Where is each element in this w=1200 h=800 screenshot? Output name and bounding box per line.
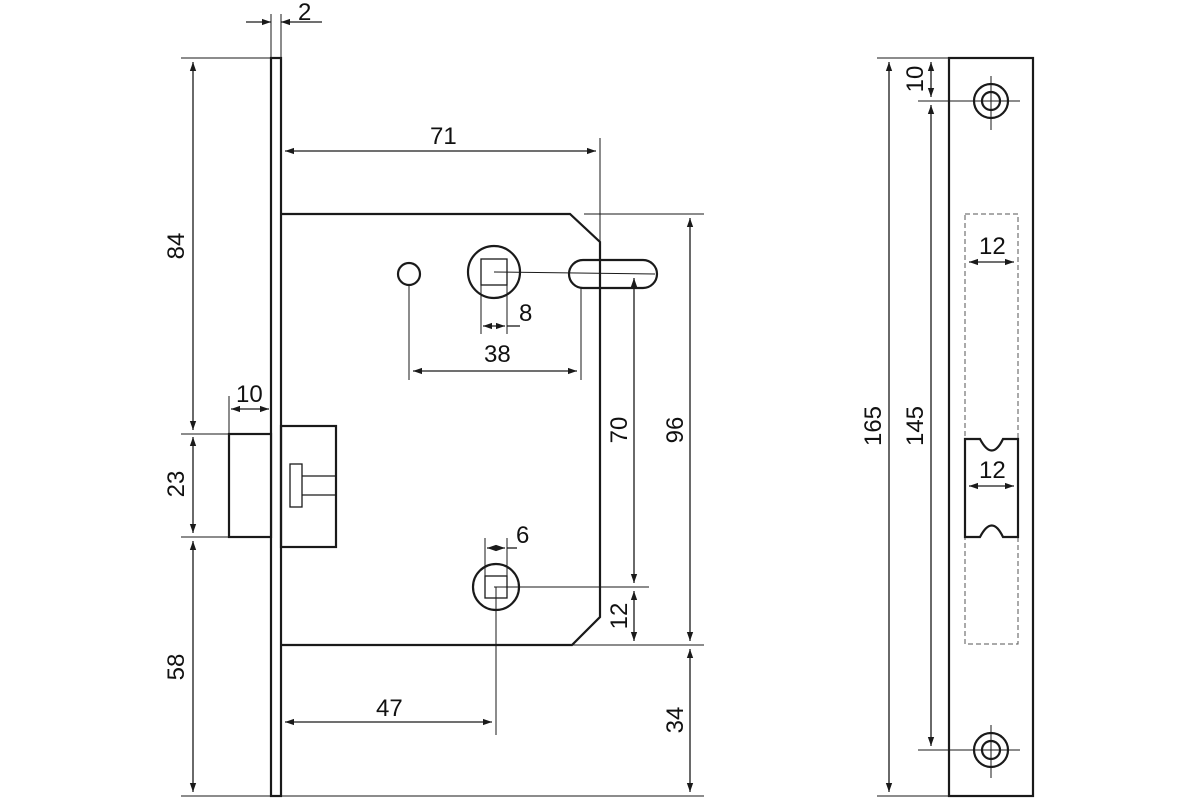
latch-spring-block bbox=[289, 463, 303, 508]
dim-backset-depth: 71 bbox=[430, 123, 457, 150]
dim-lower-square: 6 bbox=[516, 522, 529, 549]
strike-extension-lines bbox=[877, 57, 1020, 797]
extension-lines bbox=[181, 14, 704, 797]
dim-strike-upper-width: 12 bbox=[979, 233, 1006, 260]
dim-strike-lower-width: 12 bbox=[979, 457, 1006, 484]
dim-spindle-to-slot: 38 bbox=[484, 341, 511, 368]
latch-housing bbox=[279, 424, 338, 549]
dim-height-below-latch: 58 bbox=[163, 654, 190, 681]
dim-strike-top-hole: 10 bbox=[902, 66, 929, 93]
dim-case-bottom-to-plate-bottom: 34 bbox=[662, 707, 689, 734]
dim-height-above-latch: 84 bbox=[163, 233, 190, 260]
latch-bolt bbox=[227, 432, 273, 539]
faceplate bbox=[269, 56, 283, 798]
dim-case-height: 96 bbox=[662, 417, 689, 444]
cylinder-slot bbox=[567, 258, 659, 290]
strike-plate-view bbox=[947, 56, 1035, 798]
dim-strike-hole-distance: 145 bbox=[902, 406, 929, 446]
dim-faceplate-thickness: 2 bbox=[298, 0, 311, 26]
strike-latch-opening bbox=[963, 437, 1020, 539]
dimension-lines bbox=[189, 18, 694, 792]
strike-recess-outline bbox=[964, 213, 1019, 645]
dim-latch-height: 23 bbox=[163, 471, 190, 498]
dim-lower-offset: 12 bbox=[606, 603, 633, 630]
dim-latch-projection: 10 bbox=[236, 381, 263, 408]
dim-lower-square-from-faceplate: 47 bbox=[376, 695, 403, 722]
dim-spindle-square: 8 bbox=[519, 300, 532, 327]
lock-case bbox=[281, 212, 602, 647]
strike-plate bbox=[947, 56, 1035, 798]
strike-dimension-lines bbox=[885, 62, 1014, 792]
lock-body-view bbox=[227, 56, 659, 798]
dim-center-distance: 70 bbox=[606, 417, 633, 444]
screw-hole bbox=[396, 261, 422, 287]
dim-strike-total-height: 165 bbox=[860, 406, 887, 446]
